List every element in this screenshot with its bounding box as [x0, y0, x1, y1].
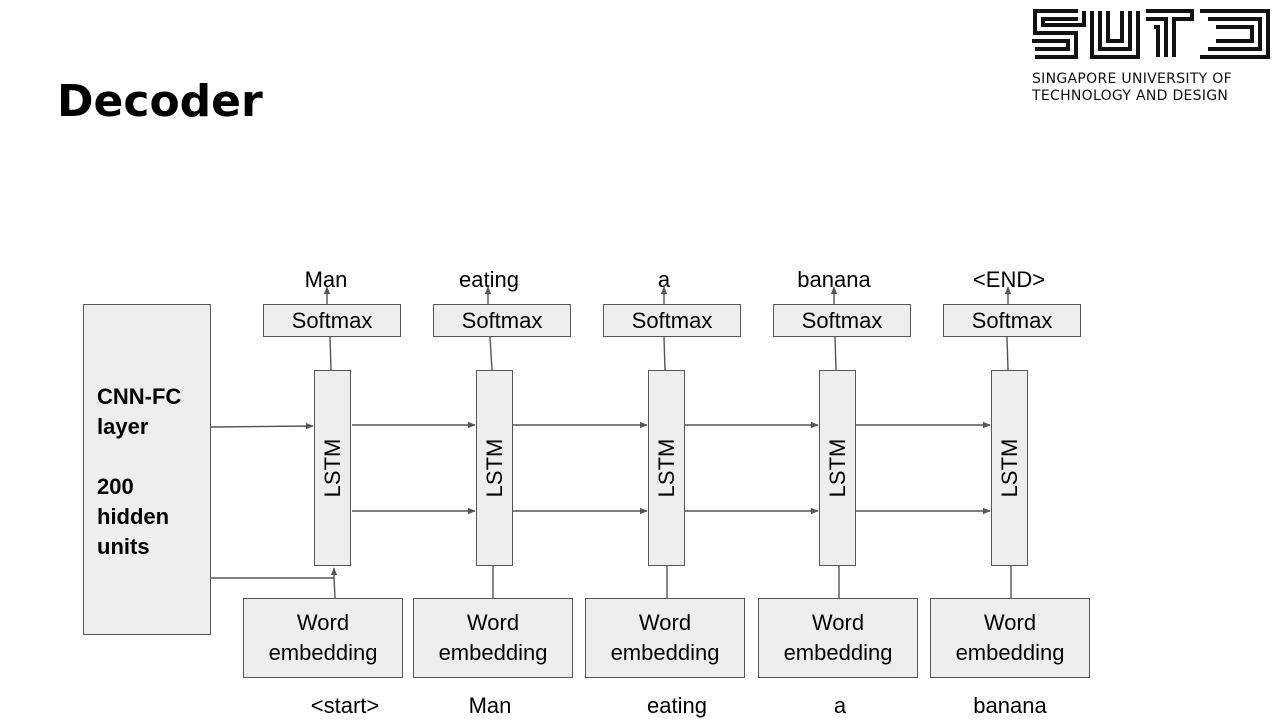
lstm-cell-1: LSTM	[314, 370, 351, 566]
sutd-logo: SINGAPORE UNIVERSITY OF TECHNOLOGY AND D…	[1032, 8, 1272, 108]
lstm-cell-2: LSTM	[476, 370, 513, 566]
lstm-label: LSTM	[319, 438, 345, 498]
output-word-1: Man	[304, 267, 348, 292]
lstm-label: LSTM	[824, 438, 850, 498]
cnn-label-line-2: layer	[97, 414, 149, 439]
embedding-label-line-2: embedding	[783, 640, 893, 665]
lstm-label: LSTM	[996, 438, 1022, 498]
word-embedding-box-3: Word embedding	[585, 598, 745, 678]
embedding-label-line-2: embedding	[438, 640, 548, 665]
embedding-label-line-1: Word	[466, 610, 520, 635]
cnn-label-gap	[97, 442, 210, 472]
word-embedding-box-2: Word embedding	[413, 598, 573, 678]
softmax-box-5: Softmax	[943, 304, 1081, 337]
line-lstm-5-to-softmax	[1006, 336, 1009, 371]
embedding-label-line-2: embedding	[610, 640, 720, 665]
line-lstm-1-to-softmax	[329, 336, 332, 371]
input-word-1: <start>	[310, 693, 380, 718]
output-word-3: a	[657, 267, 671, 292]
logo-text-line-2: TECHNOLOGY AND DESIGN	[1032, 88, 1229, 104]
embedding-label-line-2: embedding	[268, 640, 378, 665]
input-word-3: eating	[647, 693, 707, 718]
arrow-cnn-to-lstm-1	[210, 422, 314, 430]
arrow-cnn-to-lstm-1-bottom	[211, 567, 338, 579]
line-lstm-4-to-softmax	[834, 336, 837, 371]
cnn-label-line-4: hidden	[97, 504, 170, 529]
embedding-label-line-1: Word	[983, 610, 1037, 635]
cnn-label-line-5: units	[97, 534, 150, 559]
softmax-box-2: Softmax	[433, 304, 571, 337]
input-word-2: Man	[468, 693, 512, 718]
input-word-4: a	[833, 693, 847, 718]
lstm-label: LSTM	[653, 438, 679, 498]
input-word-5: banana	[973, 693, 1047, 718]
line-lstm-2-to-softmax	[489, 336, 493, 371]
output-word-2: eating	[459, 267, 519, 292]
softmax-box-4: Softmax	[773, 304, 911, 337]
lstm-cell-5: LSTM	[991, 370, 1028, 566]
cnn-fc-layer-block: CNN-FC layer 200 hidden units	[83, 304, 211, 635]
cnn-label-line-1: CNN-FC	[97, 384, 182, 409]
line-embedding-1-to-lstm	[333, 577, 336, 599]
word-embedding-box-5: Word embedding	[930, 598, 1090, 678]
word-embedding-box-1: Word embedding	[243, 598, 403, 678]
slide-title: Decoder	[57, 76, 263, 127]
lstm-label: LSTM	[481, 438, 507, 498]
output-word-5: <END>	[972, 267, 1046, 292]
cnn-label-line-3: 200	[97, 474, 134, 499]
softmax-box-3: Softmax	[603, 304, 741, 337]
embedding-label-line-1: Word	[638, 610, 692, 635]
softmax-box-1: Softmax	[263, 304, 401, 337]
lstm-cell-4: LSTM	[819, 370, 856, 566]
logo-text-line-1: SINGAPORE UNIVERSITY OF	[1032, 71, 1232, 87]
line-lstm-3-to-softmax	[663, 336, 666, 371]
embedding-label-line-2: embedding	[955, 640, 1065, 665]
embedding-label-line-1: Word	[811, 610, 865, 635]
lstm-cell-3: LSTM	[648, 370, 685, 566]
embedding-label-line-1: Word	[296, 610, 350, 635]
output-word-4: banana	[797, 267, 871, 292]
sutd-logo-mark	[1032, 9, 1270, 59]
word-embedding-box-4: Word embedding	[758, 598, 918, 678]
